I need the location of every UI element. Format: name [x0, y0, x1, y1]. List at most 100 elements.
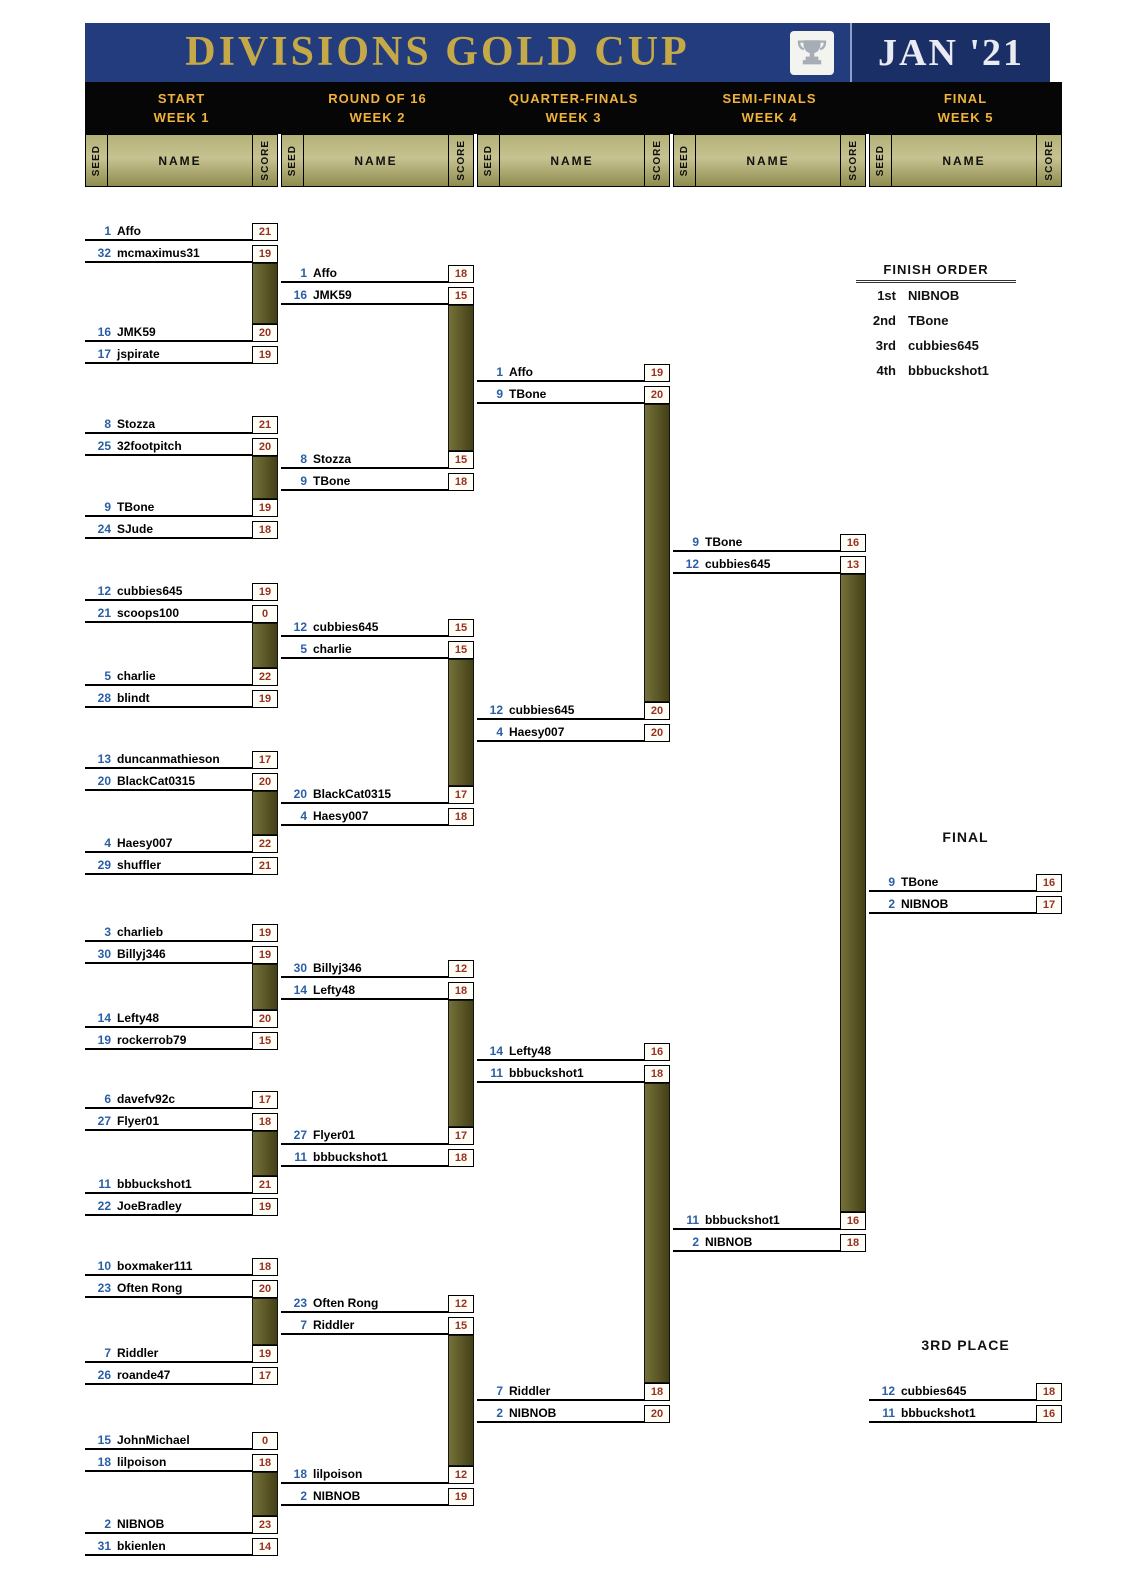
name-header: NAME: [304, 134, 448, 187]
score-box: 12: [448, 1294, 474, 1313]
score-box: 17: [1036, 895, 1062, 914]
player-name: bbbuckshot1: [509, 1066, 584, 1080]
score-box: 18: [644, 1382, 670, 1401]
player-seed: 4: [496, 725, 503, 739]
column-header-group-4: SEED NAME SCORE: [673, 134, 866, 187]
player-name: blindt: [117, 691, 150, 705]
player-name: duncanmathieson: [117, 752, 220, 766]
score-box: 23: [252, 1515, 278, 1534]
player-name: NIBNOB: [313, 1489, 361, 1503]
score-box: 17: [448, 1126, 474, 1145]
player-seed: 4: [300, 809, 307, 823]
player-seed: 11: [98, 1177, 111, 1191]
score-box: 17: [252, 1366, 278, 1385]
player-seed: 6: [104, 1092, 111, 1106]
player-seed: 11: [686, 1213, 699, 1227]
match-line: [869, 1421, 1062, 1423]
round-name: ROUND OF 16: [328, 91, 427, 106]
score-header: SCORE: [840, 134, 866, 187]
player-seed: 24: [97, 522, 111, 536]
score-box: 19: [252, 498, 278, 517]
score-box: 18: [448, 1148, 474, 1167]
score-box: 18: [252, 520, 278, 539]
player-name: charlie: [117, 669, 156, 683]
player-name: bbbuckshot1: [705, 1213, 780, 1227]
match-line: [85, 851, 278, 853]
match-line: [85, 239, 278, 241]
match-line: [281, 635, 474, 637]
match-line: [281, 489, 474, 491]
score-box: 15: [448, 618, 474, 637]
score-box: 15: [252, 1031, 278, 1050]
round-name: FINAL: [943, 91, 988, 106]
player-name: JMK59: [313, 288, 352, 302]
player-name: Affo: [117, 224, 141, 238]
player-name: rockerrob79: [117, 1033, 187, 1047]
finish-place: 2nd: [872, 313, 896, 328]
player-name: Billyj346: [117, 947, 166, 961]
player-seed: 26: [97, 1368, 111, 1382]
player-name: Lefty48: [117, 1011, 160, 1025]
score-box: 20: [252, 1279, 278, 1298]
banner: DIVISIONS GOLD CUP JAN '21: [85, 23, 1050, 82]
player-name: cubbies645: [901, 1384, 967, 1398]
player-name: Often Rong: [117, 1281, 183, 1295]
score-box: 19: [644, 363, 670, 382]
score-box: 19: [252, 582, 278, 601]
match-line: [477, 1399, 670, 1401]
player-seed: 12: [97, 584, 111, 598]
player-name: Billyj346: [313, 961, 362, 975]
match-line: [85, 340, 278, 342]
player-seed: 9: [300, 474, 307, 488]
player-name: Affo: [313, 266, 337, 280]
player-seed: 20: [293, 787, 307, 801]
player-seed: 8: [104, 417, 111, 431]
finish-order-row: 4th bbbuckshot1: [856, 358, 1016, 383]
player-name: Lefty48: [509, 1044, 552, 1058]
match-line: [477, 740, 670, 742]
player-name: TBone: [117, 500, 155, 514]
player-seed: 30: [97, 947, 111, 961]
match-line: [281, 281, 474, 283]
player-seed: 19: [97, 1033, 111, 1047]
seed-header: SEED: [85, 134, 108, 187]
score-box: 12: [448, 959, 474, 978]
player-name: jspirate: [117, 347, 160, 361]
score-box: 18: [448, 264, 474, 283]
player-name: TBone: [313, 474, 351, 488]
connector-bar: [252, 1298, 278, 1345]
player-name: Affo: [509, 365, 533, 379]
score-box: 16: [840, 533, 866, 552]
score-box: 18: [252, 1112, 278, 1131]
match-line: [85, 684, 278, 686]
finish-order-row: 1st NIBNOB: [856, 283, 1016, 308]
match-line: [281, 1143, 474, 1145]
match-line: [281, 1333, 474, 1335]
seed-header: SEED: [673, 134, 696, 187]
player-name: roande47: [117, 1368, 171, 1382]
player-seed: 31: [97, 1539, 111, 1553]
connector-bar: [644, 404, 670, 702]
score-box: 16: [1036, 1404, 1062, 1423]
match-line: [281, 998, 474, 1000]
score-box: 18: [448, 472, 474, 491]
banner-date-section: JAN '21: [850, 23, 1050, 82]
player-seed: 11: [490, 1066, 503, 1080]
round-name: QUARTER-FINALS: [508, 91, 639, 106]
bracket-entry: 26 roande47: [85, 1367, 248, 1382]
match-line: [673, 572, 866, 574]
